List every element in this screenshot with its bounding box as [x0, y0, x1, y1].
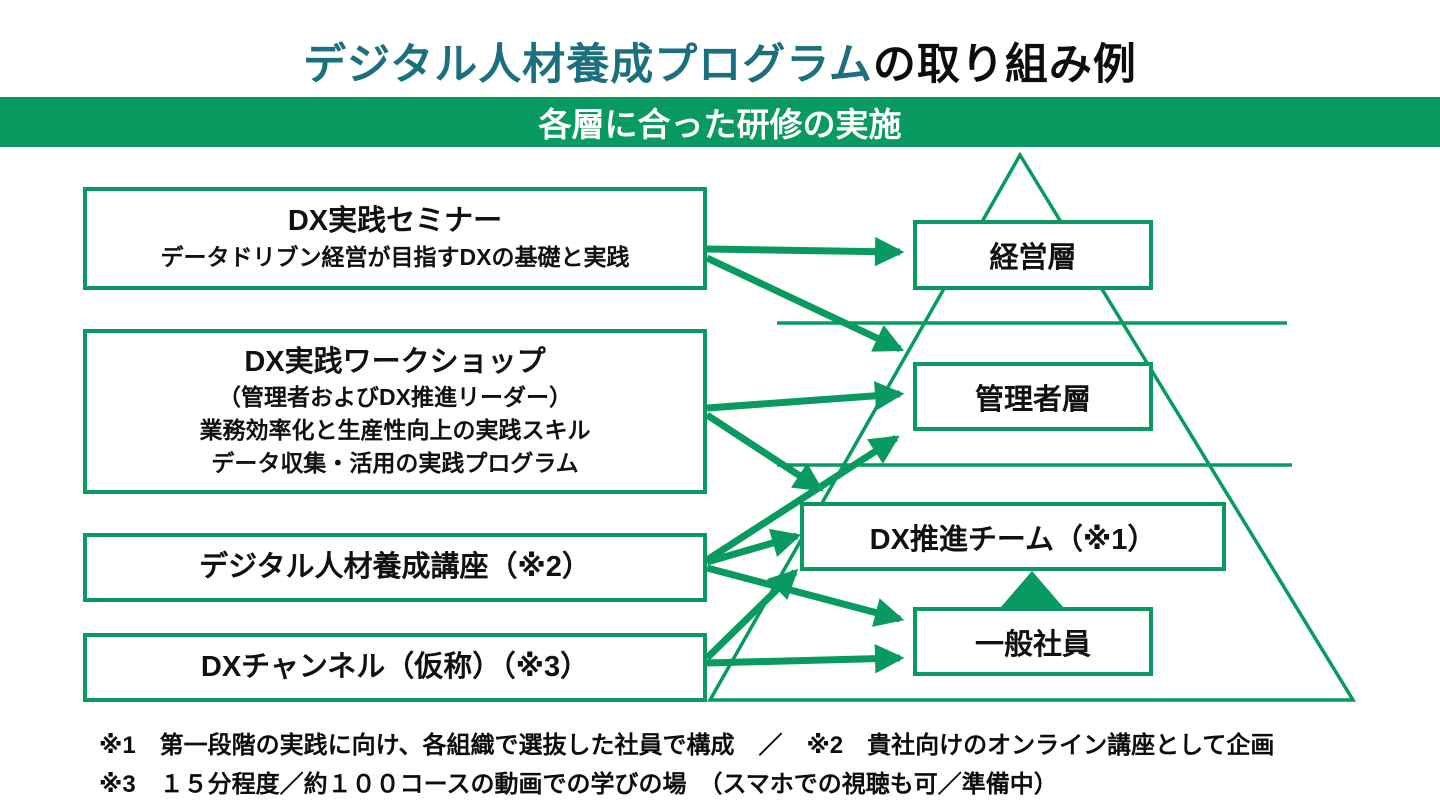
- arrow-channel-to-dx-team: [704, 568, 799, 661]
- program-description: （管理者およびDX推進リーダー）: [218, 384, 572, 411]
- pyramid-layer-general-staff: 一般社員: [913, 607, 1153, 676]
- arrow-course-to-dx-team: [706, 528, 802, 566]
- program-box-dx-seminar: DX実践セミナー データドリブン経営が目指すDXの基礎と実践: [83, 187, 707, 290]
- pyramid-layer-label: 経営層: [989, 242, 1077, 274]
- program-description: データ収集・活用の実践プログラム: [211, 449, 579, 476]
- program-description: データドリブン経営が目指すDXの基礎と実践: [160, 244, 630, 271]
- section-banner-label: 各層に合った研修の実施: [538, 106, 902, 143]
- footnote-line-2: ※3 １５分程度／約１００コースの動画での学びの場 （スマホでの視聴も可／準備中…: [99, 771, 1058, 798]
- program-description: 業務効率化と生産性向上の実践スキル: [199, 417, 591, 444]
- page-title-highlight: デジタル人材養成プログラム: [303, 41, 873, 89]
- pyramid-layer-label: 管理者層: [974, 383, 1091, 416]
- section-banner: 各層に合った研修の実施: [0, 97, 1440, 147]
- program-title: DX実践セミナー: [287, 205, 503, 238]
- program-title: DXチャンネル（仮称）（※3）: [200, 650, 590, 683]
- arrow-course-to-managers: [705, 435, 900, 563]
- pyramid-layer-label: 一般社員: [974, 628, 1091, 661]
- program-box-digital-course: デジタル人材養成講座（※2）: [83, 533, 707, 602]
- program-box-dx-workshop: DX実践ワークショップ （管理者およびDX推進リーダー） 業務効率化と生産性向上…: [83, 329, 707, 494]
- arrow-seminar-to-executives: [706, 236, 905, 267]
- arrow-staff-to-dx-team-triangle: [1001, 571, 1063, 607]
- pyramid-layer-executives: 経営層: [913, 220, 1153, 290]
- pyramid-layer-managers: 管理者層: [913, 362, 1153, 431]
- footnote-line-1: ※1 第一段階の実践に向け、各組織で選抜した社員で構成 ／ ※2 貴社向けのオン…: [99, 732, 1275, 759]
- pyramid-layer-dx-team: DX推進チーム（※1）: [800, 502, 1226, 571]
- pyramid-layer-label: DX推進チーム（※1）: [869, 523, 1157, 556]
- page-title-rest: の取り組み例: [872, 41, 1137, 89]
- arrow-channel-to-staff: [706, 643, 905, 674]
- arrow-workshop-to-managers: [706, 381, 905, 412]
- arrow-workshop-to-dx-team: [705, 412, 824, 492]
- program-title: デジタル人材養成講座（※2）: [199, 550, 591, 583]
- footnotes: ※1 第一段階の実践に向け、各組織で選抜した社員で構成 ／ ※2 貴社向けのオン…: [99, 726, 1274, 804]
- program-title: DX実践ワークショップ: [244, 345, 546, 378]
- arrow-seminar-to-managers: [705, 254, 904, 353]
- page-title: デジタル人材養成プログラムの取り組み例: [0, 30, 1440, 92]
- program-box-dx-channel: DXチャンネル（仮称）（※3）: [83, 633, 707, 702]
- arrow-course-to-staff: [706, 564, 905, 627]
- pyramid-outline: [706, 151, 1357, 702]
